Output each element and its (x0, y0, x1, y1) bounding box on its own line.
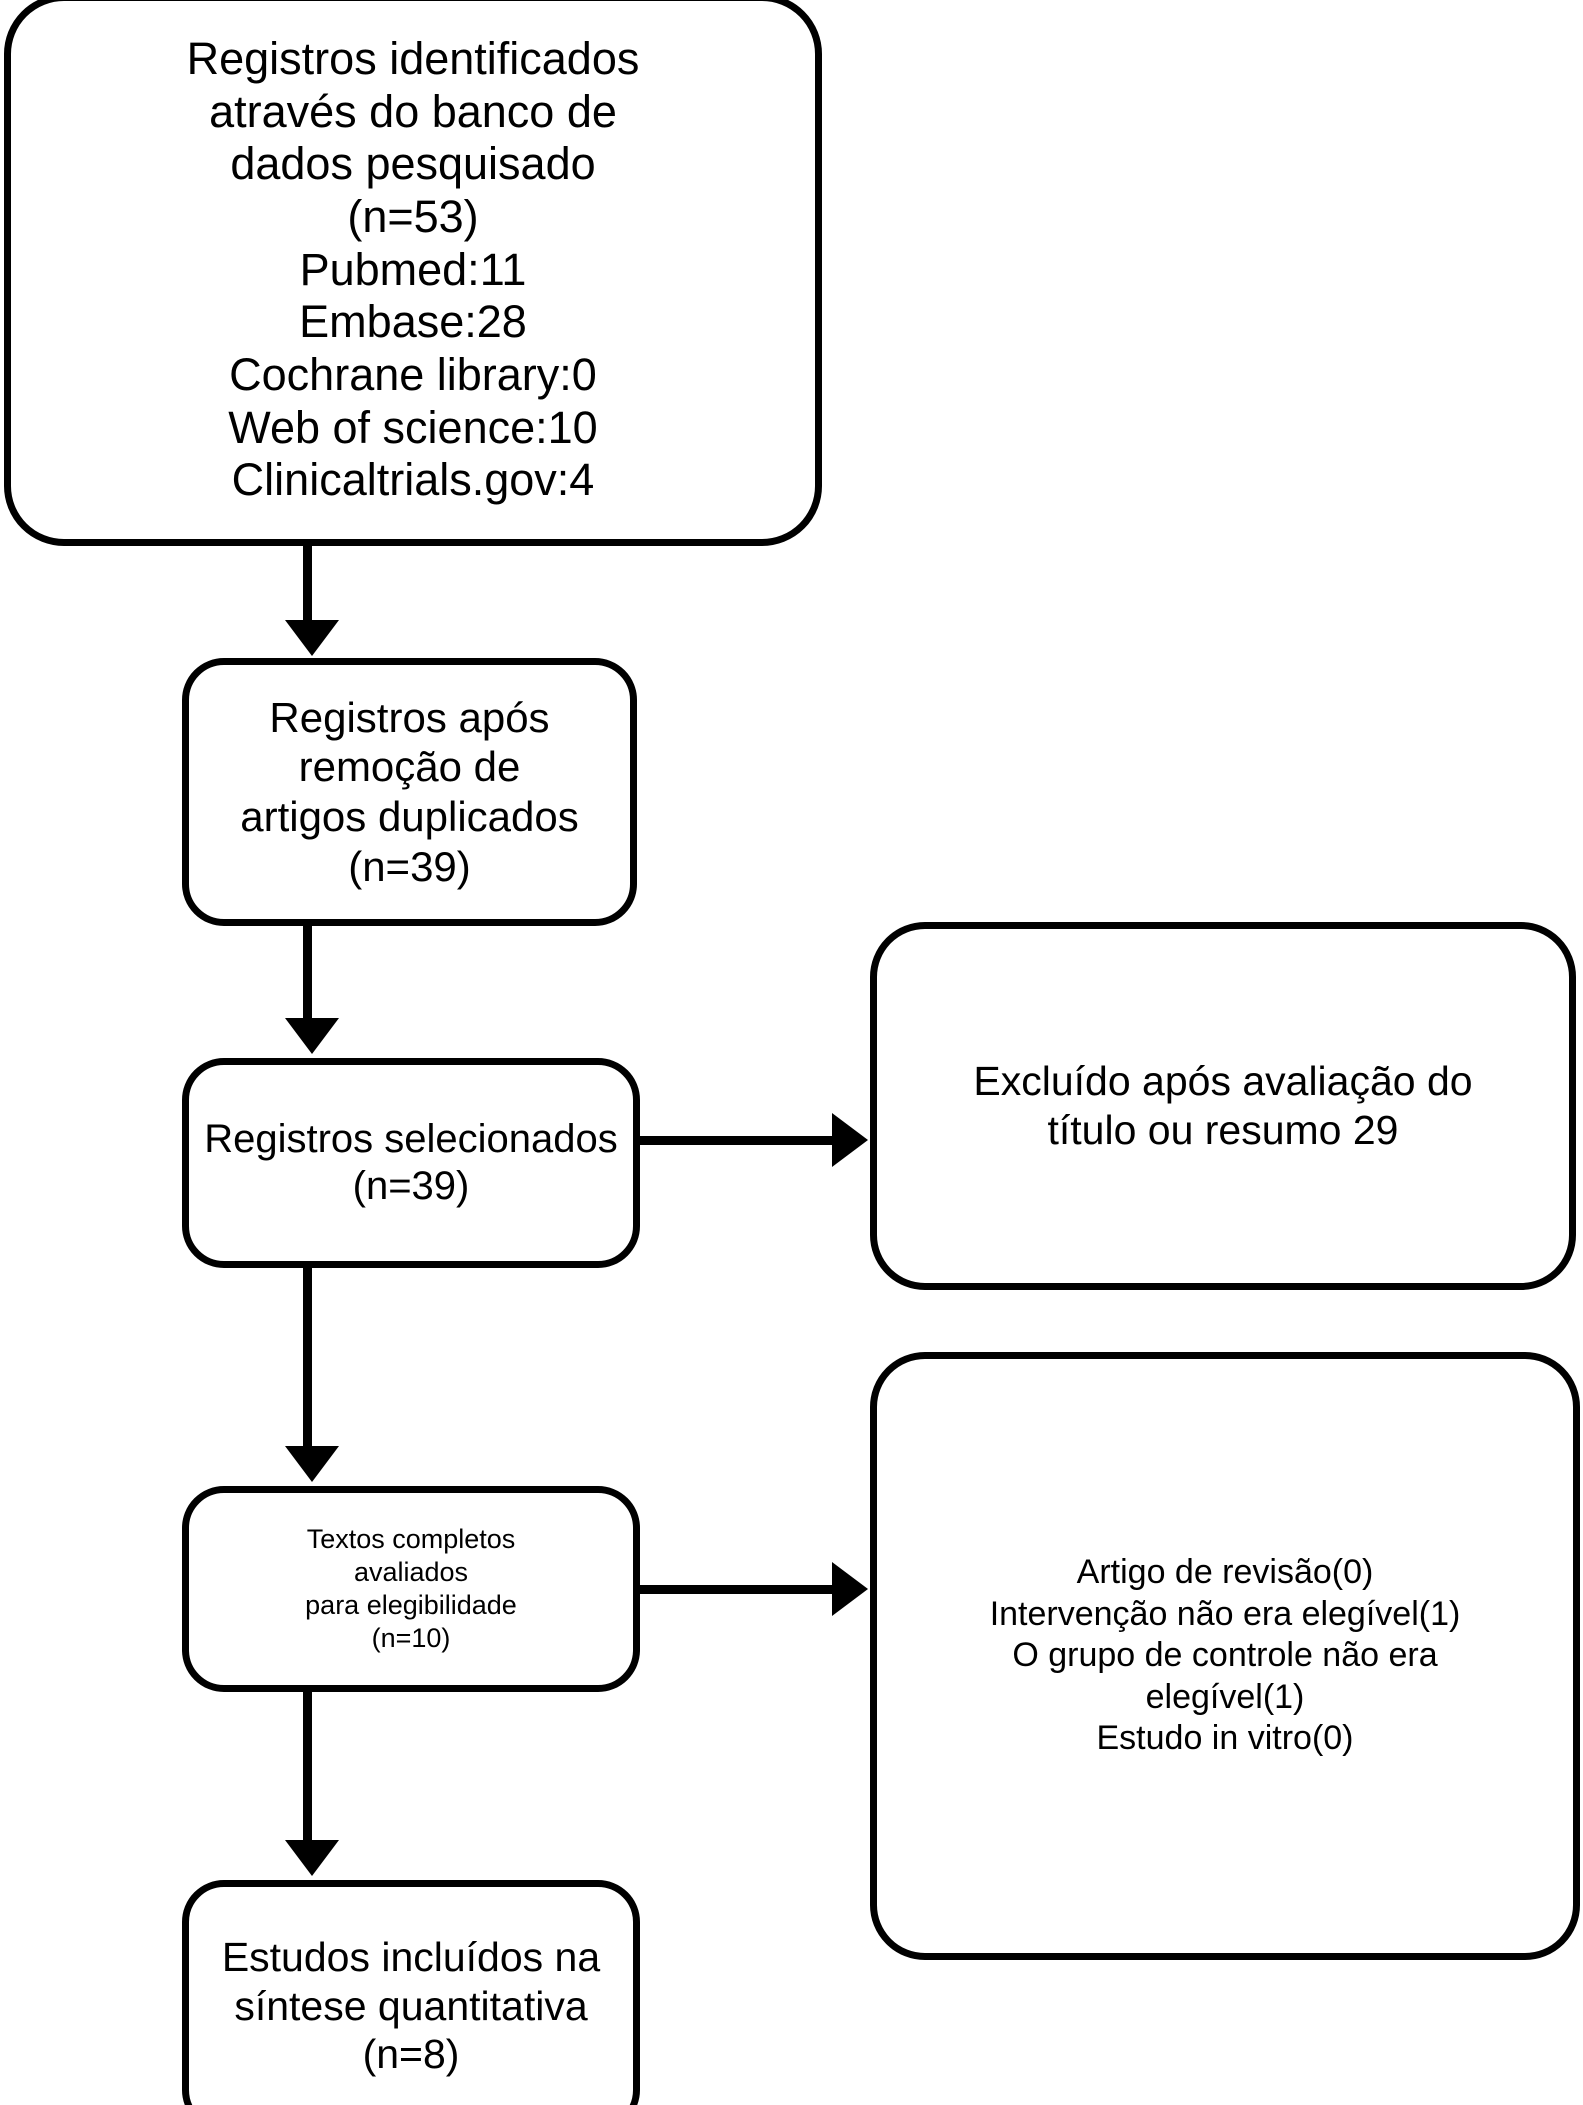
node-records-after-duplicates-removed-label: Registros após remoção de artigos duplic… (240, 693, 579, 890)
connector-dedup-to-screened-line (303, 924, 312, 1020)
connector-fulltext-to-excluded-fulltext-line (634, 1585, 836, 1594)
node-records-screened-label: Registros selecionados (n=39) (204, 1116, 618, 1208)
connector-fulltext-to-excluded-fulltext-arrowhead-icon (832, 1562, 868, 1616)
connector-fulltext-to-included-line (303, 1690, 312, 1842)
connector-fulltext-to-included-arrowhead-icon (285, 1840, 339, 1876)
connector-dedup-to-screened-arrowhead-icon (285, 1018, 339, 1054)
node-excluded-after-full-text: Artigo de revisão(0) Intervenção não era… (870, 1352, 1580, 1960)
node-records-identified-label: Registros identificados através do banco… (186, 33, 640, 506)
node-full-text-assessed-label: Textos completos avaliados para elegibil… (305, 1524, 517, 1653)
node-full-text-assessed: Textos completos avaliados para elegibil… (182, 1486, 640, 1692)
connector-screened-to-excluded-title-line (634, 1136, 836, 1145)
connector-screened-to-fulltext-line (303, 1266, 312, 1448)
node-excluded-after-title-abstract: Excluído após avaliação do título ou res… (870, 922, 1576, 1290)
node-excluded-after-full-text-label: Artigo de revisão(0) Intervenção não era… (989, 1553, 1461, 1758)
connector-identified-to-dedup-line (303, 545, 312, 627)
node-records-after-duplicates-removed: Registros após remoção de artigos duplic… (182, 658, 637, 926)
connector-identified-to-dedup-arrowhead-icon (285, 620, 339, 656)
node-studies-included-label: Estudos incluídos na síntese quantitativ… (221, 1934, 601, 2078)
node-studies-included: Estudos incluídos na síntese quantitativ… (182, 1880, 640, 2105)
node-excluded-after-title-abstract-label: Excluído após avaliação do título ou res… (973, 1057, 1473, 1153)
connector-screened-to-fulltext-arrowhead-icon (285, 1446, 339, 1482)
connector-screened-to-excluded-title-arrowhead-icon (832, 1113, 868, 1167)
node-records-screened: Registros selecionados (n=39) (182, 1058, 640, 1268)
node-records-identified: Registros identificados através do banco… (4, 0, 822, 546)
